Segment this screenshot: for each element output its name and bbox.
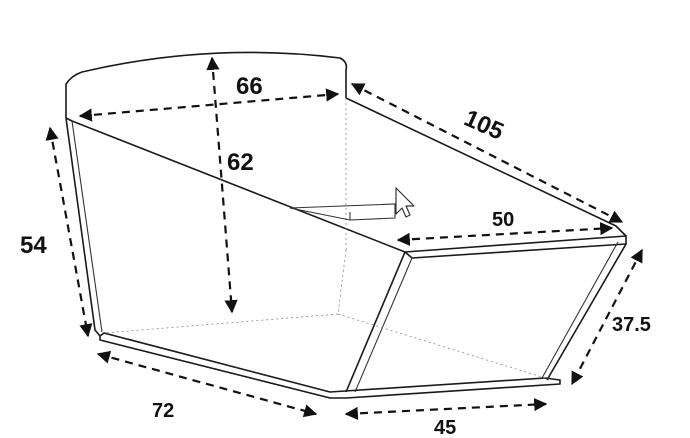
left-side-inner-edge — [71, 120, 103, 333]
left-side-edge — [65, 117, 101, 337]
front-panel-left-edge-inner — [354, 257, 413, 393]
dimension-labels: 66 62 105 54 50 37.5 72 45 — [20, 73, 651, 438]
dim-line-45 — [344, 398, 548, 420]
label-bottom-front-width: 45 — [434, 417, 456, 438]
mouse-pointer-icon — [395, 187, 415, 218]
label-side-height: 54 — [20, 232, 47, 259]
dim-line-54 — [45, 126, 93, 338]
back-panel — [65, 51, 348, 118]
label-height-inner: 62 — [227, 149, 254, 176]
right-panel-edge-inner — [541, 241, 619, 379]
left-rim — [65, 117, 406, 253]
hidden-edges — [103, 98, 546, 379]
dim-line-50 — [396, 222, 614, 246]
dim-line-72 — [96, 350, 318, 418]
handle-slot — [289, 203, 396, 221]
label-diagonal-length: 105 — [460, 105, 508, 146]
label-front-height: 37.5 — [612, 314, 651, 336]
label-bottom-left-depth: 72 — [152, 400, 174, 422]
dim-line-37-5 — [571, 248, 643, 386]
label-front-top-width: 50 — [492, 209, 514, 231]
label-back-width: 66 — [236, 73, 263, 100]
base-plate — [99, 332, 561, 399]
dim-line-66 — [78, 88, 340, 122]
dimension-lines — [45, 56, 643, 420]
dim-line-62 — [206, 56, 238, 314]
front-panel-left-edge — [345, 251, 406, 393]
front-rim — [404, 235, 627, 259]
dim-line-105 — [350, 83, 624, 223]
tray-outline — [65, 51, 627, 399]
right-panel-edge — [546, 243, 627, 381]
